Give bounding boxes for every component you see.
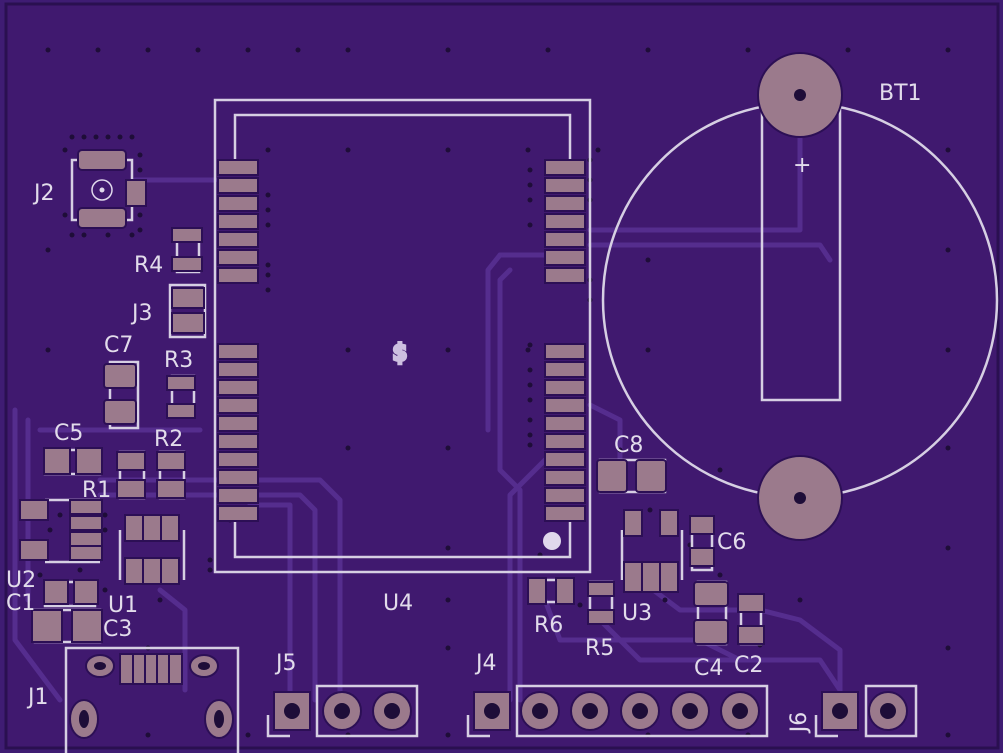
- label-c2: C2: [734, 653, 763, 678]
- silkscreen-labels: BT1 + J2 R4 J3 C7 R3 C5 R2 R1 U2 C1 U1 C…: [6, 81, 922, 734]
- u4-left-pads-bottom: [217, 343, 259, 522]
- j5-header: [266, 684, 419, 738]
- label-j4: J4: [474, 651, 497, 676]
- label-u1: U1: [108, 593, 138, 618]
- label-c4: C4: [694, 656, 723, 681]
- label-j3: J3: [130, 301, 153, 326]
- u4-logo: $: [393, 341, 407, 366]
- j1-usb-connector: [64, 646, 240, 753]
- j4-header: [466, 684, 769, 738]
- label-c8: C8: [614, 433, 643, 458]
- label-c7: C7: [104, 333, 133, 358]
- u4-left-pads-top: [217, 159, 259, 284]
- label-c5: C5: [54, 421, 83, 446]
- label-u4: U4: [383, 591, 413, 616]
- label-bt1: BT1: [879, 81, 922, 106]
- u4-module: $: [213, 98, 592, 574]
- label-r4: R4: [134, 253, 163, 278]
- label-r1: R1: [82, 478, 111, 503]
- j2-connector: [70, 149, 147, 229]
- label-r3: R3: [164, 348, 193, 373]
- label-r6: R6: [534, 613, 563, 638]
- copper-traces: [12, 127, 843, 703]
- label-j6: J6: [787, 712, 812, 735]
- u4-right-pads-top: [544, 159, 586, 284]
- label-u2: U2: [6, 568, 36, 593]
- label-c1: C1: [6, 591, 35, 616]
- label-u3: U3: [622, 601, 652, 626]
- label-r2: R2: [154, 427, 183, 452]
- j6-header: [814, 684, 918, 738]
- bt1-battery-holder: [601, 52, 999, 541]
- label-c3: C3: [103, 617, 132, 642]
- smd-components: [19, 227, 765, 646]
- label-bt1-plus: +: [793, 153, 811, 178]
- label-j1: J1: [26, 685, 49, 710]
- label-j2: J2: [32, 181, 55, 206]
- label-r5: R5: [585, 636, 614, 661]
- label-j5: J5: [274, 651, 297, 676]
- vias: [19, 47, 951, 738]
- u4-right-pads-bottom: [544, 343, 586, 522]
- label-c6: C6: [717, 530, 746, 555]
- u4-pin1-marker: [543, 532, 561, 550]
